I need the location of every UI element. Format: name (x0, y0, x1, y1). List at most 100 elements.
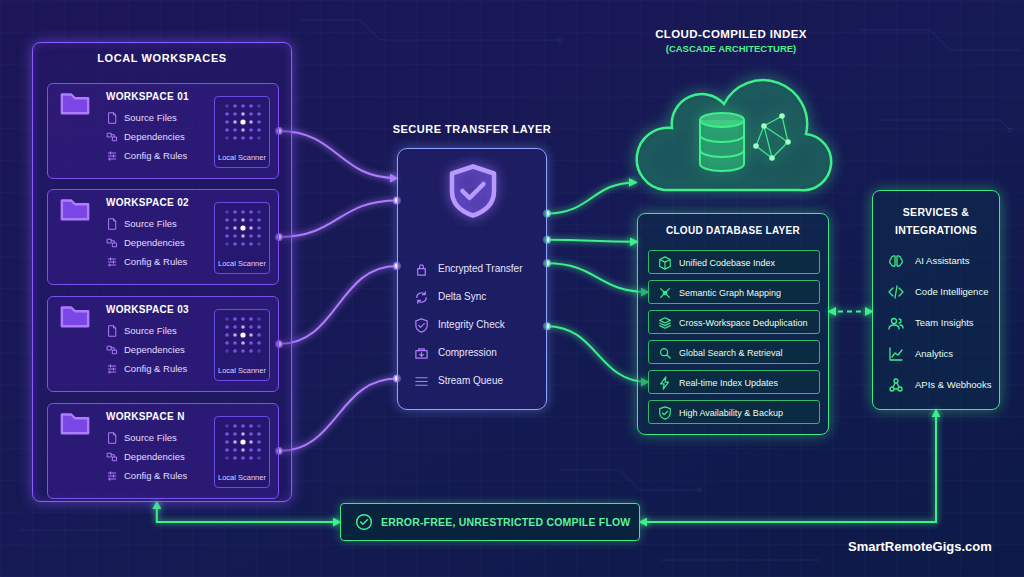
scanner-dot (233, 440, 237, 444)
deps-icon (106, 344, 118, 356)
scanner-dot (257, 210, 261, 214)
scanner-dot (249, 432, 253, 436)
people-icon (888, 315, 904, 331)
graph-glyph (661, 289, 670, 298)
scanner-dot (241, 128, 245, 132)
layers-icon (658, 316, 672, 330)
cloud-illustration (636, 74, 826, 199)
scanner-dot (225, 112, 229, 116)
scanner-dot (225, 341, 229, 345)
file-glyph (109, 325, 116, 336)
graph-icon (658, 286, 672, 300)
deps-glyph (108, 239, 117, 247)
scanner-dot (241, 136, 245, 140)
file-icon (106, 218, 118, 230)
deps-icon (106, 451, 118, 463)
scanner-dot (257, 128, 261, 132)
scanner-dot (233, 349, 237, 353)
connector (279, 200, 397, 237)
scanner-dot (241, 218, 245, 222)
scanner-dot (240, 119, 245, 124)
node-heading: ERROR-FREE, UNRESTRICTED COMPILE FLOW (381, 516, 630, 528)
scanner-dot (233, 341, 237, 345)
scanner-dot (233, 424, 237, 428)
folder-icon (60, 193, 90, 223)
scanner-dot (225, 349, 229, 353)
node-item: Config & Rules (124, 359, 210, 378)
node-heading: WORKSPACE N (106, 408, 278, 426)
scanner-dot (225, 448, 229, 452)
checkcircle-glyph (357, 515, 372, 530)
node-heading: Cross-Workspace Deduplication (649, 311, 819, 335)
scanner-dot (225, 128, 229, 132)
node-item: Config & Rules (124, 466, 210, 485)
file-icon (106, 325, 118, 337)
file-glyph (109, 432, 116, 443)
node-item: Code Intelligence (915, 276, 999, 307)
scanner-dot (257, 325, 261, 329)
scanner-dot (225, 120, 229, 124)
scanner-dot (240, 439, 245, 444)
node-heading: WORKSPACE 03 (106, 301, 278, 319)
folder-glyph (62, 95, 88, 114)
scanner-dot (257, 120, 261, 124)
network-link (772, 142, 788, 158)
scanner-dot (249, 456, 253, 460)
brain-icon (888, 253, 904, 269)
scanner-dot (241, 104, 245, 108)
database-panel: CLOUD DATABASE LAYER Unified Codebase Ind… (637, 213, 829, 435)
scanner-dot (241, 210, 245, 214)
scanner-dot (249, 333, 253, 337)
chart-glyph (890, 348, 902, 360)
database-item: Semantic Graph Mapping (648, 280, 820, 304)
transfer-box: SECURE TRANSFER LAYEREncrypted TransferD… (397, 148, 547, 410)
node-item: AI Assistants (915, 245, 999, 276)
node-heading: High Availability & Backup (649, 401, 819, 425)
shieldcheck-icon (445, 163, 501, 219)
scanner-dot (233, 242, 237, 246)
file-glyph (109, 112, 116, 123)
deps-icon (106, 237, 118, 249)
scanner-dot (249, 218, 253, 222)
people-glyph (889, 318, 903, 329)
scanner-dot (257, 333, 261, 337)
services-panel: SERVICES & INTEGRATIONS AI AssistantsCode… (872, 190, 1000, 410)
scanner-dot (249, 242, 253, 246)
folder-glyph (62, 415, 88, 434)
workspace-box: WORKSPACE NSource FilesDependenciesConfi… (47, 403, 279, 499)
scanner-box: Local Scanner (214, 202, 270, 274)
folder-icon (60, 407, 90, 437)
shieldcheck-icon (658, 406, 672, 420)
api-icon (888, 377, 904, 393)
scanner-box: Local Scanner (214, 416, 270, 488)
api-glyph (890, 379, 902, 391)
node-heading: CLOUD DATABASE LAYER (638, 214, 828, 236)
scanner-dot (249, 325, 253, 329)
brain-glyph (890, 255, 903, 265)
scanner-dot (225, 432, 229, 436)
node-item: Analytics (915, 338, 999, 369)
scanner-dot (257, 456, 261, 460)
node-heading: WORKSPACE 01 (106, 88, 278, 106)
scanner-dot (249, 349, 253, 353)
scanner-dot (233, 136, 237, 140)
scanner-dot (241, 341, 245, 345)
scanner-dot (233, 218, 237, 222)
group-panel: LOCAL WORKSPACESWORKSPACE 01Source Files… (32, 42, 292, 502)
scanner-dot (257, 136, 261, 140)
scanner-dot (257, 104, 261, 108)
scanner-dot (225, 317, 229, 321)
node-item: Team Insights (915, 307, 999, 338)
node-heading: Unified Codebase Index (649, 251, 819, 275)
config-icon (106, 363, 118, 375)
scanner-dot (233, 128, 237, 132)
scanner-dot (257, 242, 261, 246)
node-heading: SERVICES & INTEGRATIONS (873, 191, 999, 239)
network-dot (785, 139, 791, 145)
flow-banner: ERROR-FREE, UNRESTRICTED COMPILE FLOW (340, 503, 640, 541)
scanner-dot (233, 234, 237, 238)
cloud-outline (637, 80, 831, 190)
scanner-dot (225, 210, 229, 214)
connector (279, 379, 397, 451)
layers-glyph (660, 318, 671, 329)
